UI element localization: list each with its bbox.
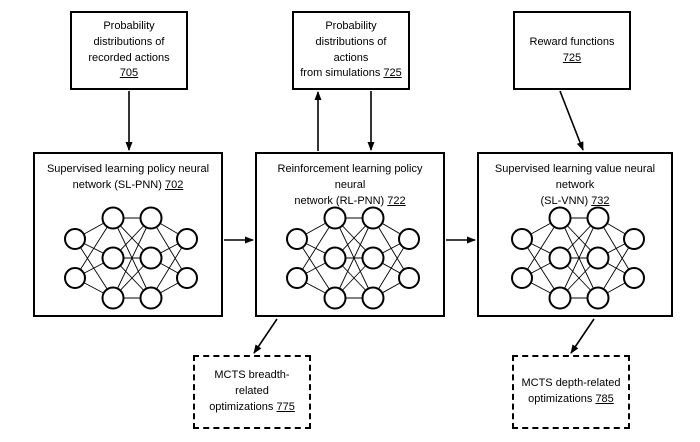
connector-reward-functions-to-sl-vnn [559,90,584,151]
reference-numeral: 725 [383,67,402,80]
box-sl-vnn: Supervised learning value neural network… [477,152,673,317]
reference-numeral: 705 [119,67,139,80]
reference-numeral: 785 [595,393,614,405]
box-label: Reward functions 725 [529,35,615,64]
box-title: Supervised learning policy neural networ… [46,163,210,191]
box-sl-pnn: Supervised learning policy neural networ… [33,152,223,317]
box-title: Reinforcement learning policy neural net… [277,163,423,207]
box-probability-distributions-recorded-actions: Probability distributions of recorded ac… [70,11,188,90]
box-reward-functions: Reward functions 725 [513,11,631,90]
reference-numeral: 725 [562,51,582,64]
neural-network-graphic-sl-pnn [53,206,203,316]
box-label: Probability distributions of recorded ac… [88,19,170,80]
reference-numeral: 775 [276,400,295,413]
box-mcts-breadth-optimizations: MCTS breadth-related optimizations 775 [193,355,311,429]
box-title: Supervised learning value neural network… [494,163,656,207]
box-label: MCTS depth-related optimizations 785 [521,377,621,405]
box-probability-distributions-actions-simulations: Probability distributions of actions fro… [292,11,410,90]
box-rl-pnn: Reinforcement learning policy neural net… [255,152,445,317]
connector-rl-pnn-to-mcts-breadth [253,318,278,354]
connector-sl-vnn-to-mcts-depth [570,318,595,354]
neural-network-graphic-sl-vnn [500,206,650,316]
box-label: Probability distributions of actions fro… [300,19,402,80]
box-mcts-depth-optimizations: MCTS depth-related optimizations 785 [512,355,630,429]
box-label: MCTS breadth-related optimizations 775 [209,369,295,413]
reference-numeral: 722 [387,194,406,207]
reference-numeral: 732 [591,194,610,207]
neural-network-graphic-rl-pnn [275,206,425,316]
reference-numeral: 702 [164,178,184,191]
